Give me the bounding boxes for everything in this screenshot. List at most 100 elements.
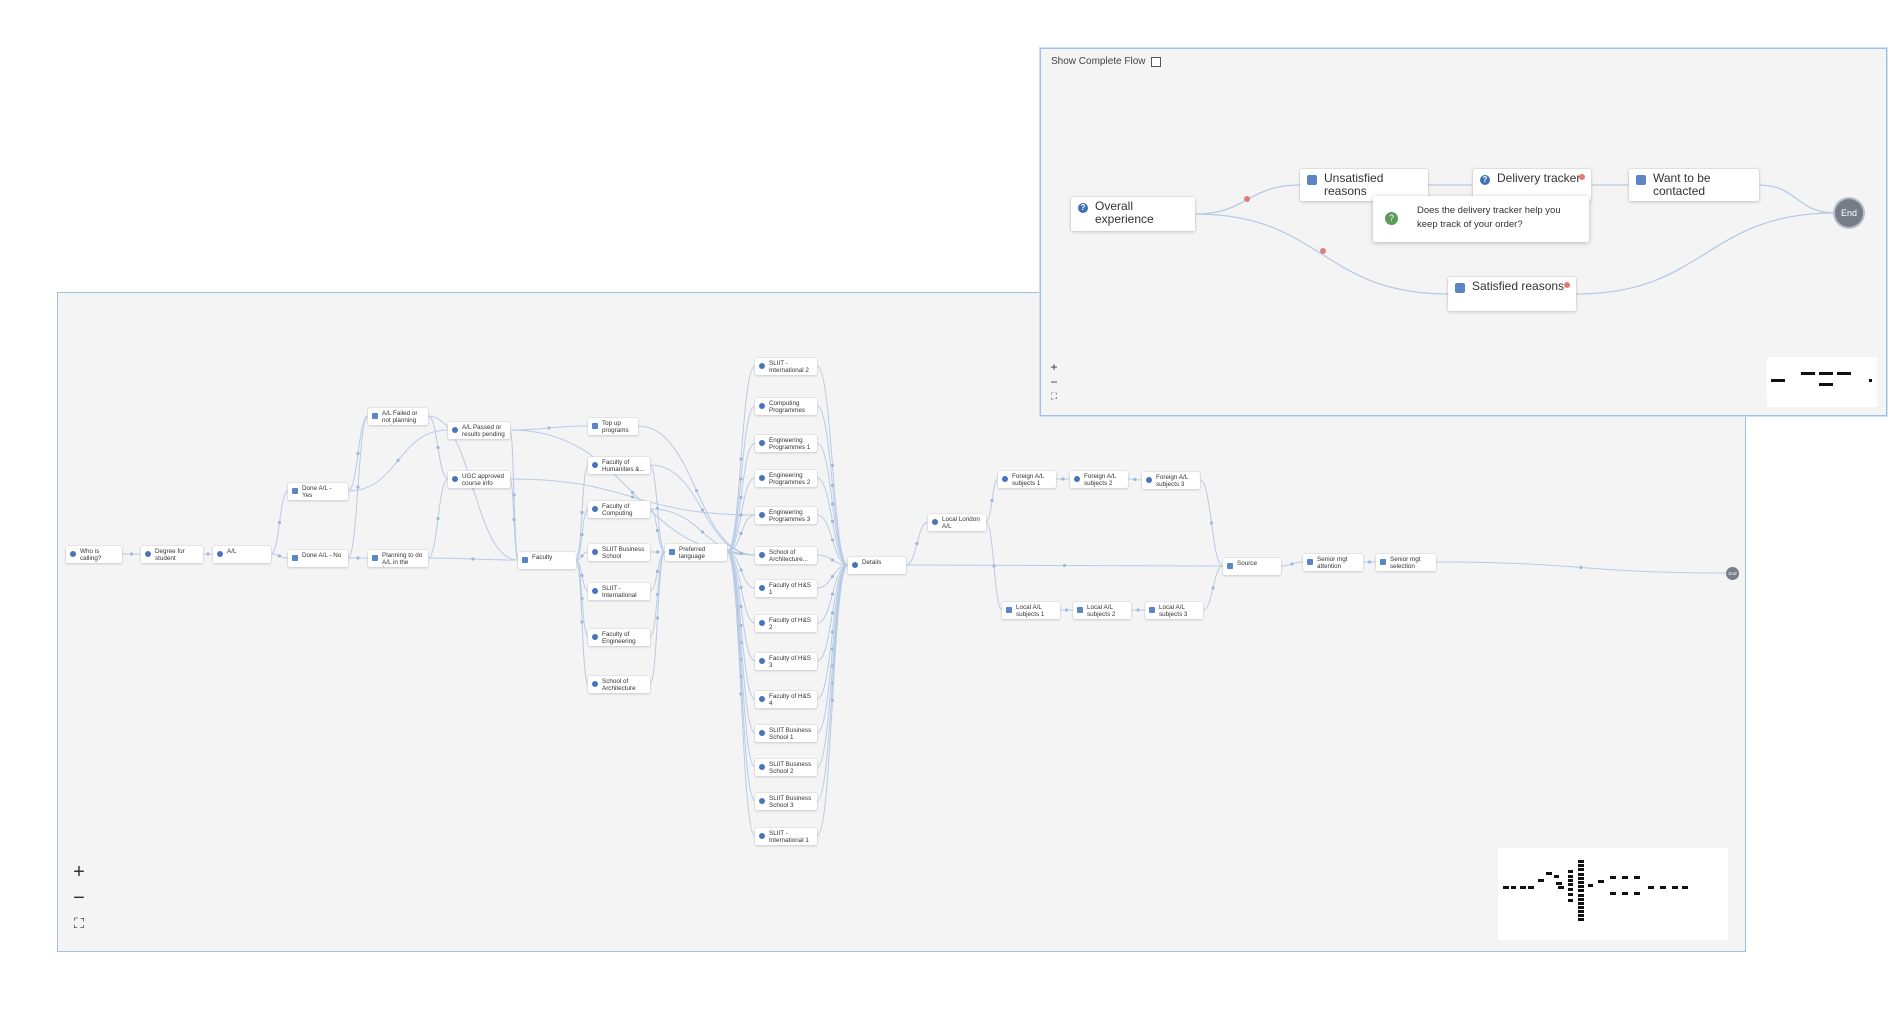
minimap-node: [1558, 886, 1564, 889]
node-failed[interactable]: A/L Failed or not planning to do t...: [368, 408, 428, 425]
node-passed[interactable]: A/L Passed or results pending: [448, 422, 510, 439]
show-complete-flow-toggle[interactable]: Show Complete Flow: [1051, 56, 1162, 67]
node-local2[interactable]: Local A/L subjects 2: [1073, 602, 1131, 619]
node-done-yes[interactable]: Done A/L - Yes: [288, 483, 348, 500]
edge: [1202, 565, 1224, 611]
node-label: Want to be contacted: [1653, 171, 1711, 198]
edge-handle: [830, 698, 835, 703]
node-c-bs3[interactable]: SLIIT Business School 3: [755, 793, 817, 810]
show-complete-flow-checkbox[interactable]: [1151, 56, 1162, 67]
minimap[interactable]: [1498, 848, 1728, 940]
end-node[interactable]: End: [1835, 199, 1863, 227]
edge-handle: [739, 513, 743, 517]
fit-view-icon[interactable]: ⛶: [1050, 391, 1058, 401]
zoom-out-button[interactable]: −: [1050, 375, 1058, 389]
edge-handle: [739, 457, 743, 461]
zoom-in-button[interactable]: +: [1050, 360, 1058, 374]
question-icon: [759, 833, 765, 839]
question-icon: ?: [1480, 175, 1490, 185]
node-fac-comp[interactable]: Faculty of Computing: [588, 501, 650, 518]
node-faculty[interactable]: Faculty: [518, 552, 576, 569]
node-local1[interactable]: Local A/L subjects 1: [1002, 602, 1060, 619]
minimap[interactable]: [1767, 357, 1877, 407]
edge-handle: [830, 502, 835, 506]
node-senior-att[interactable]: Senior mgt attention: [1303, 554, 1363, 571]
edge-handle: [512, 493, 516, 497]
node-local-london[interactable]: Local London A/L: [928, 514, 986, 531]
edge: [816, 564, 849, 802]
node-details[interactable]: Details: [848, 557, 906, 574]
node-al[interactable]: A/L: [213, 546, 271, 563]
node-c-eng1[interactable]: Engineering Programmes 1: [755, 435, 817, 452]
node-c-hs1[interactable]: Faculty of H&S 1: [755, 580, 817, 597]
edge-handle: [206, 552, 210, 556]
question-icon: [452, 427, 458, 433]
edge-handle: [739, 477, 743, 481]
edge-handle: [830, 574, 835, 579]
node-foreign2[interactable]: Foreign A/L subjects 2: [1070, 471, 1128, 488]
question-icon: ?: [1078, 203, 1088, 213]
edge-handle: [436, 516, 440, 521]
node-label: Local A/L subjects 2: [1087, 603, 1116, 618]
node-sliit-int[interactable]: SLIIT - International: [588, 583, 650, 600]
node-delivery-tracker[interactable]: ? Delivery tracker: [1473, 169, 1591, 201]
edge: [726, 551, 756, 734]
minimap-node: [1672, 886, 1678, 889]
zoom-out-button[interactable]: −: [73, 887, 85, 909]
node-label: Foreign A/L subjects 2: [1084, 472, 1116, 487]
node-ugc[interactable]: UGC approved course info: [448, 471, 510, 488]
node-senior-sel[interactable]: Senior mgt selection: [1376, 554, 1436, 571]
node-c-eng3[interactable]: Engineering Programmes 3: [755, 507, 817, 524]
zoom-in-button[interactable]: +: [73, 861, 85, 883]
end-node[interactable]: End: [1726, 567, 1739, 580]
node-foreign3[interactable]: Foreign A/L subjects 3: [1142, 472, 1200, 489]
node-c-int1[interactable]: SLIIT - International 1: [755, 828, 817, 845]
node-label: Foreign A/L subjects 3: [1156, 473, 1188, 488]
node-c-bs1[interactable]: SLIIT Business School 1: [755, 725, 817, 742]
node-c-comp[interactable]: Computing Programmes: [755, 398, 817, 415]
edge-handle: [436, 445, 440, 450]
node-local3[interactable]: Local A/L subjects 3: [1145, 602, 1203, 619]
node-source[interactable]: Source: [1223, 558, 1281, 575]
edge-handle: [830, 538, 835, 542]
node-planning[interactable]: Planning to do A/L in the future: [368, 550, 428, 567]
node-label: Faculty of H&S 3: [769, 654, 811, 669]
node-c-int2[interactable]: SLIIT - International 2: [755, 358, 817, 375]
node-c-bs2[interactable]: SLIIT Business School 2: [755, 759, 817, 776]
node-fac-eng[interactable]: Faculty of Engineering: [588, 629, 650, 646]
edge: [575, 559, 589, 592]
node-label: SLIIT Business School 3: [769, 794, 812, 809]
node-who-calling[interactable]: Who is calling?: [66, 546, 122, 563]
node-c-hs2[interactable]: Faculty of H&S 2: [755, 615, 817, 632]
node-c-eng2[interactable]: Engineering Programmes 2: [755, 470, 817, 487]
node-degree[interactable]: Degree for student: [141, 546, 203, 563]
question-icon: [1146, 477, 1152, 483]
edge-handle: [830, 463, 835, 468]
node-c-hs3[interactable]: Faculty of H&S 3: [755, 653, 817, 670]
node-tooltip: ? Does the delivery tracker help you kee…: [1373, 196, 1589, 242]
node-c-arch[interactable]: School of Architecture...: [755, 547, 817, 564]
node-school-arch[interactable]: School of Architecture: [588, 676, 650, 693]
question-icon: [759, 363, 765, 369]
node-label: Preferred language: [679, 545, 706, 560]
node-foreign1[interactable]: Foreign A/L subjects 1: [998, 471, 1056, 488]
node-want-to-be-contacted[interactable]: Want to be contacted: [1629, 169, 1759, 201]
node-label: Done A/L - No: [302, 551, 342, 559]
node-overall-experience[interactable]: ? Overall experience: [1071, 197, 1195, 231]
edge-handle: [830, 611, 835, 615]
node-unsatisfied-reasons[interactable]: Unsatisfied reasons: [1300, 169, 1428, 201]
question-icon: [592, 462, 598, 468]
node-done-no[interactable]: Done A/L - No: [288, 550, 348, 567]
node-pref-lang[interactable]: Preferred language: [665, 544, 727, 561]
minimap-node: [1568, 893, 1573, 896]
edge-handle: [739, 604, 743, 609]
fit-view-icon[interactable]: ⛶: [74, 915, 84, 931]
node-fac-hum[interactable]: Faculty of Humanities &...: [588, 457, 650, 474]
node-c-hs4[interactable]: Faculty of H&S 4: [755, 691, 817, 708]
edge: [816, 564, 849, 734]
node-top-up[interactable]: Top up programs: [588, 418, 638, 435]
minimap-node: [1568, 875, 1573, 878]
node-sliit-bs[interactable]: SLIIT Business School: [588, 544, 650, 561]
inset-flow-canvas[interactable]: Show Complete Flow ? Overall experience …: [1040, 48, 1887, 416]
node-satisfied-reasons[interactable]: Satisfied reasons: [1448, 277, 1576, 311]
